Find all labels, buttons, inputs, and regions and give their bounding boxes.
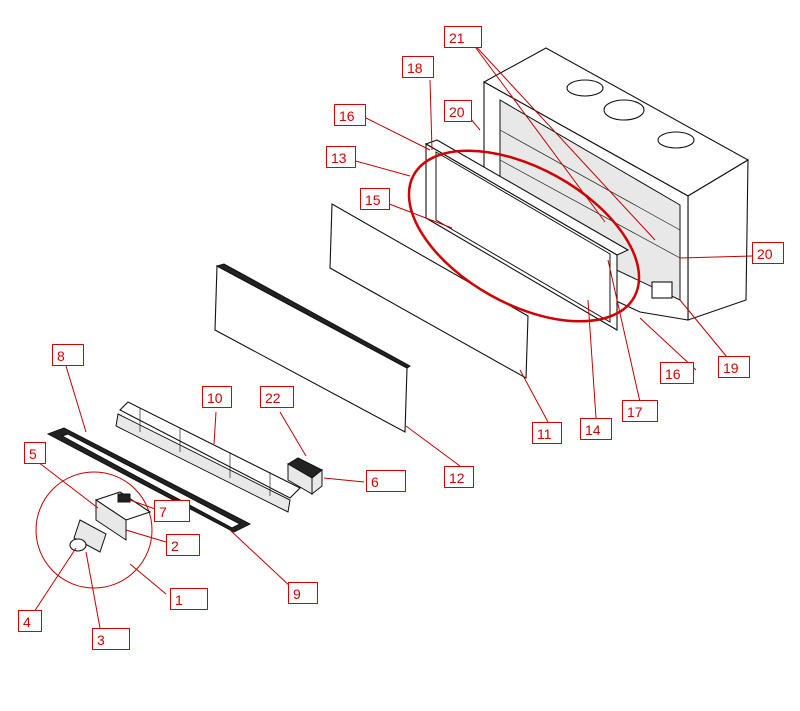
callout-10: 10 — [202, 386, 232, 408]
callout-22: 22 — [260, 386, 294, 408]
callout-13: 13 — [326, 146, 356, 168]
callout-17: 17 — [622, 400, 658, 422]
callout-21: 21 — [444, 26, 482, 48]
callout-4: 4 — [18, 610, 42, 632]
burner-assembly — [115, 401, 301, 513]
burner-tray — [46, 427, 252, 533]
callout-11: 11 — [532, 422, 562, 444]
callout-15: 15 — [360, 188, 390, 210]
callout-6: 6 — [366, 470, 406, 492]
callout-8: 8 — [52, 344, 84, 366]
barrier-screen — [214, 263, 411, 433]
callout-12: 12 — [444, 466, 474, 488]
callout-2: 2 — [166, 534, 200, 556]
media-block — [287, 457, 323, 496]
callout-20-top: 20 — [444, 100, 472, 122]
front-frame — [424, 139, 630, 331]
valve-assembly — [35, 471, 153, 589]
callout-3: 3 — [92, 628, 130, 650]
callout-20-right: 20 — [752, 242, 784, 264]
leader-lines — [33, 39, 753, 629]
callout-9: 9 — [288, 582, 318, 604]
callout-19: 19 — [718, 356, 750, 378]
callout-16-bottom: 16 — [660, 362, 694, 384]
callout-1: 1 — [170, 588, 208, 610]
highlight-ellipse — [407, 149, 641, 323]
callout-7: 7 — [154, 500, 190, 522]
callout-18: 18 — [402, 56, 434, 78]
callout-16-top: 16 — [334, 104, 366, 126]
callout-14: 14 — [580, 418, 612, 440]
callout-5: 5 — [24, 442, 46, 464]
